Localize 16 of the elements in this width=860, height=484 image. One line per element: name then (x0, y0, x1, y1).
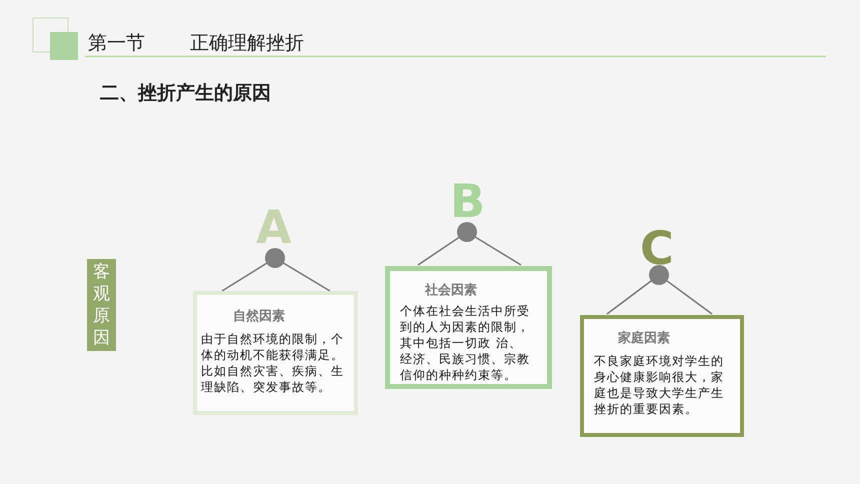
section-title: 正确理解挫折 (190, 31, 304, 56)
info-card (580, 315, 744, 437)
card-heading: 社会因素 (425, 282, 477, 299)
card-text: 由于自然环境的限制，个体的动机不能获得满足。比如自然灾害、疾病、生理缺陷、突发事故等。 (201, 331, 345, 395)
letter: A (256, 204, 292, 250)
category-box: 客观原因 (87, 259, 116, 351)
letter: C (640, 225, 674, 271)
info-card (193, 291, 358, 415)
heading: 二、挫折产生的原因 (100, 81, 271, 106)
card-heading: 家庭因素 (618, 330, 670, 347)
letter: B (450, 178, 486, 224)
card-text: 不良家庭环境对学生的身心健康影响很大，家庭也是导致大学生产生挫折的重要因素。 (594, 353, 725, 417)
info-card (385, 266, 552, 389)
section-number: 第一节 (88, 31, 145, 56)
card-heading: 自然因素 (233, 308, 285, 325)
card-text: 个体在社会生活中所受到的人为因素的限制，其中包括一切政 治、经济、民族习惯、宗教信仰的种种约束等。 (400, 303, 531, 383)
